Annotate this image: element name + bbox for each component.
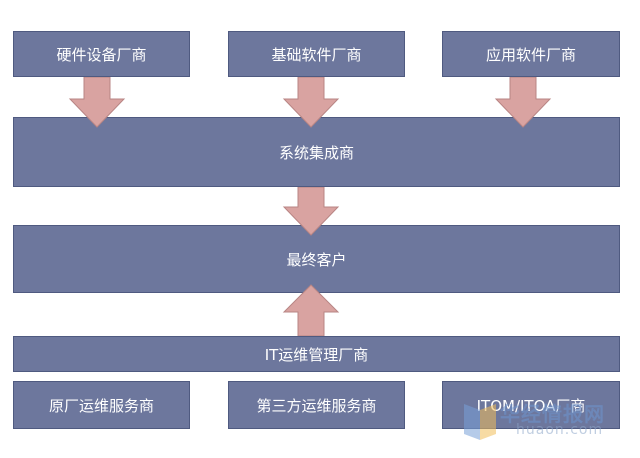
system-integrator-box: 系统集成商 xyxy=(13,117,620,187)
watermark-logo-icon xyxy=(464,404,496,440)
watermark: 华经情报网 huaon.com xyxy=(462,398,632,444)
original-vendor-service-label: 原厂运维服务商 xyxy=(48,396,154,415)
end-customer-label: 最终客户 xyxy=(286,250,347,269)
down-arrow-icon xyxy=(282,77,340,128)
it-ops-vendor-box: IT运维管理厂商 xyxy=(13,336,620,372)
original-vendor-service-box: 原厂运维服务商 xyxy=(13,381,190,429)
watermark-url: huaon.com xyxy=(516,422,604,438)
system-integrator-label: 系统集成商 xyxy=(278,143,354,162)
hardware-vendor-box: 硬件设备厂商 xyxy=(13,31,190,77)
down-arrow-icon xyxy=(282,187,340,236)
up-arrow-icon xyxy=(282,284,340,336)
third-party-service-label: 第三方运维服务商 xyxy=(256,396,377,415)
down-arrow-icon xyxy=(494,77,552,128)
watermark-text: 华经情报网 xyxy=(500,402,605,426)
third-party-service-box: 第三方运维服务商 xyxy=(228,381,405,429)
itom-itoa-vendor-label: ITOM/ITOA厂商 xyxy=(476,396,586,415)
down-arrow-icon xyxy=(68,77,126,128)
base-software-vendor-label: 基础软件厂商 xyxy=(271,45,362,64)
base-software-vendor-box: 基础软件厂商 xyxy=(228,31,405,77)
it-ops-vendor-label: IT运维管理厂商 xyxy=(264,345,369,364)
application-software-vendor-label: 应用软件厂商 xyxy=(485,45,576,64)
application-software-vendor-box: 应用软件厂商 xyxy=(442,31,620,77)
hardware-vendor-label: 硬件设备厂商 xyxy=(56,45,147,64)
